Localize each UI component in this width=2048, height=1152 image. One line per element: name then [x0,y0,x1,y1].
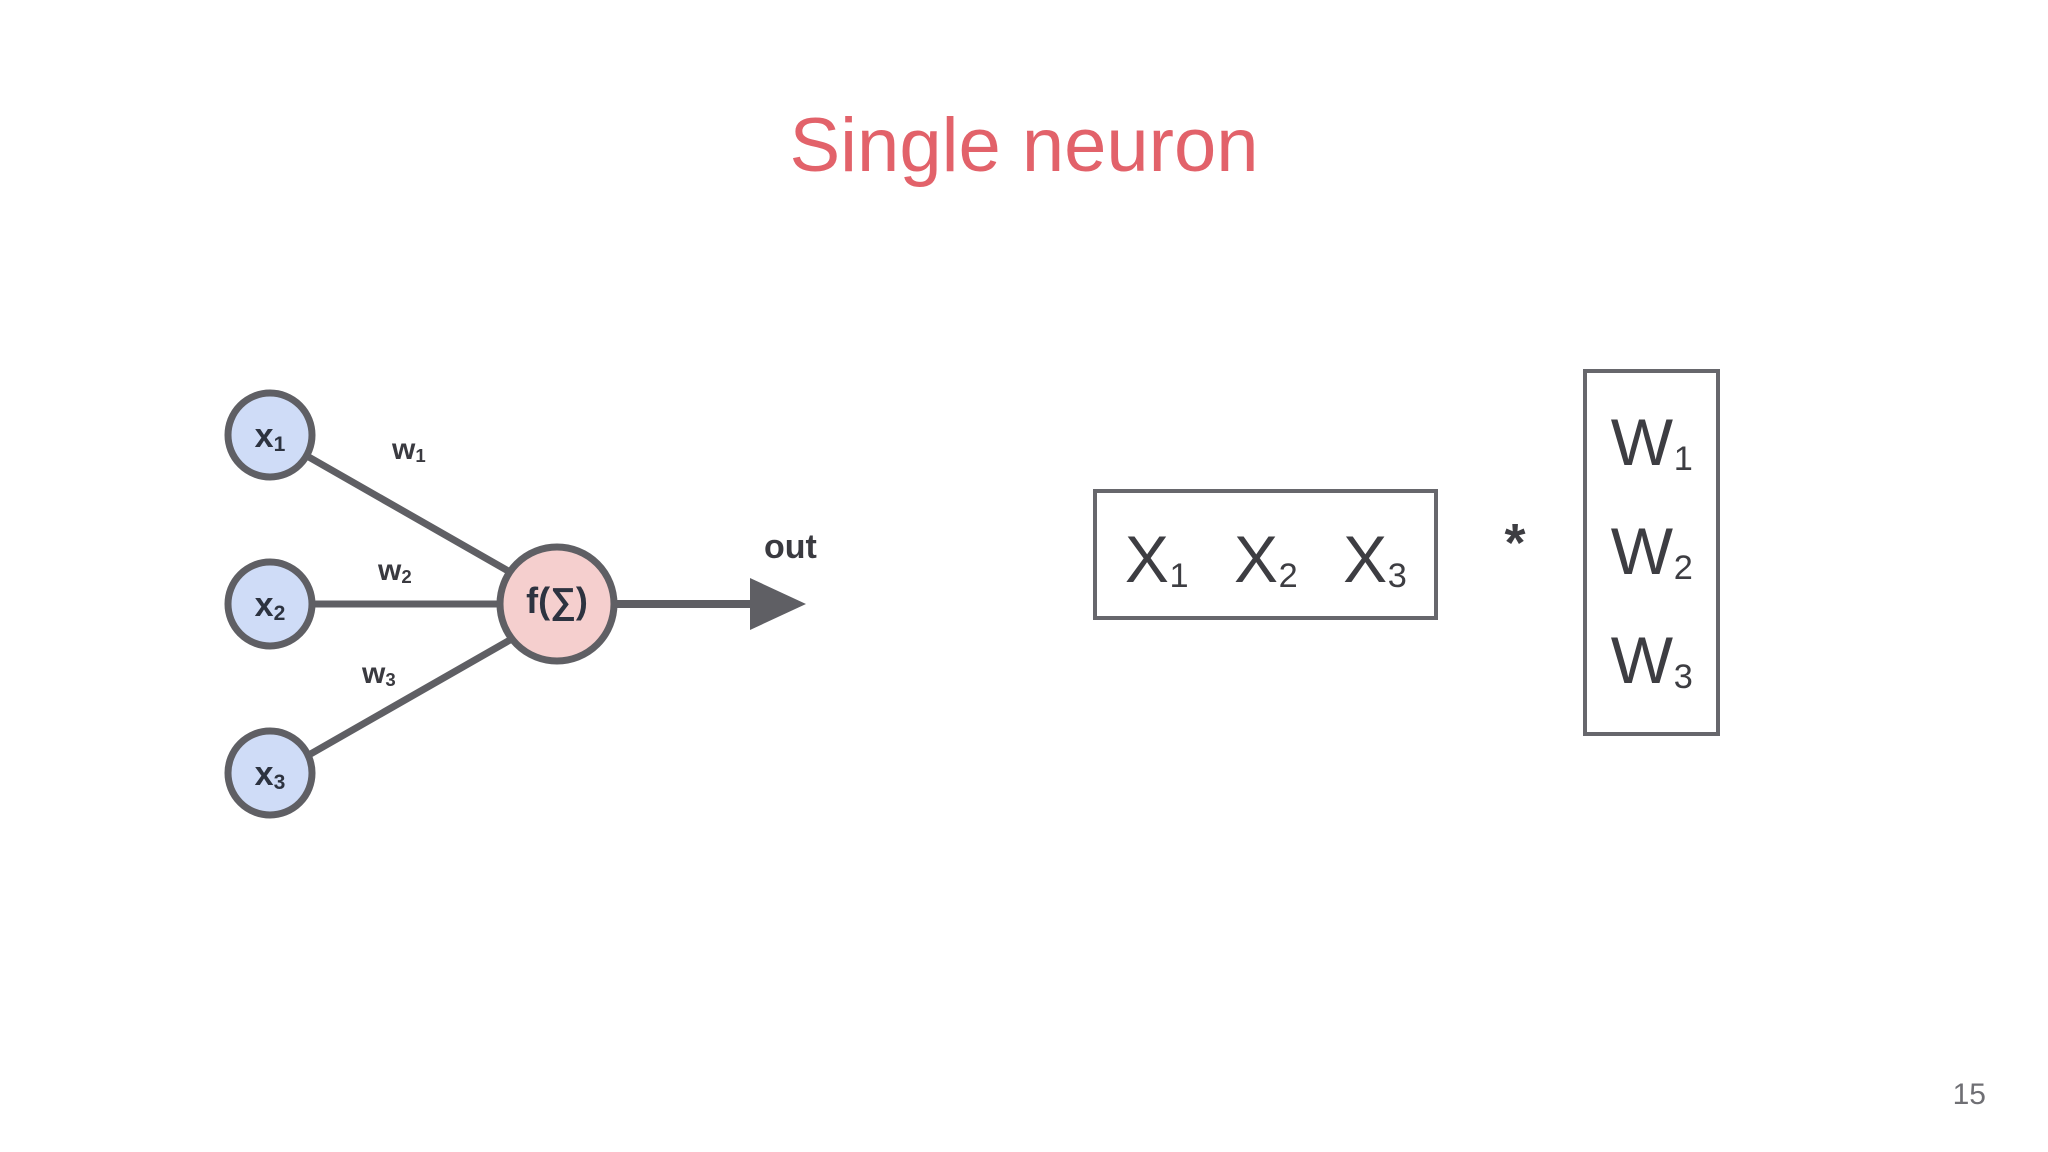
weight-label-w2: w2 [378,554,412,588]
neuron-activation-label: f(∑) [526,580,588,621]
edge-x3-to-neuron [296,616,549,764]
output-label: out [764,528,817,566]
w-vector-term-1: W1 [1610,404,1693,479]
x-vector-box: X1 X2 X3 [1093,489,1438,620]
input-node-x3 [224,727,316,819]
input-node-x1 [224,389,316,481]
input-node-x2 [224,558,316,650]
w-vector-box: W1 W2 W3 [1583,369,1720,736]
x-vector-term-3: X3 [1343,521,1407,596]
neuron-body [496,543,618,665]
output-arrow-head [750,578,806,630]
page-number: 15 [1952,1078,1986,1111]
weight-label-w3: w3 [362,657,396,691]
edge-x1-to-neuron [296,448,549,596]
weight-label-w1: w1 [392,433,426,467]
page-title: Single neuron [789,103,1259,188]
input-node-label-x3: x3 [254,755,286,794]
single-neuron-diagram [224,389,806,819]
x-vector-row: X1 X2 X3 [1124,521,1407,596]
x-vector-term-1: X1 [1124,521,1189,596]
w-vector-term-3: W3 [1610,622,1693,697]
multiplication-operator: * [1504,513,1526,573]
x-vector-term-2: X2 [1233,521,1298,596]
input-node-label-x2: x2 [254,586,286,625]
w-vector-term-2: W2 [1610,513,1693,588]
input-node-label-x1: x1 [254,417,286,456]
